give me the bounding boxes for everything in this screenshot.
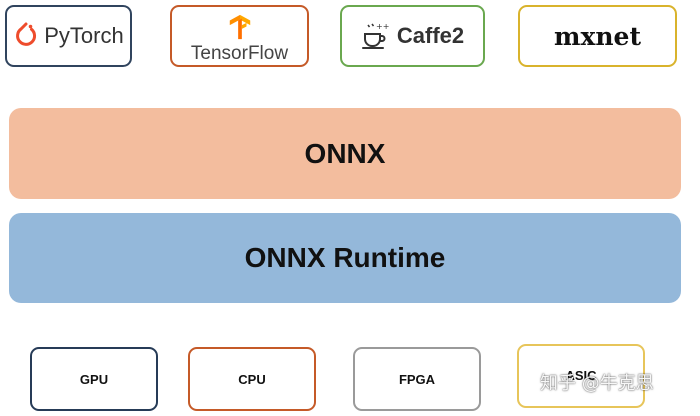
asic-label: ASIC [565, 368, 597, 383]
cpu-box: CPU [188, 347, 316, 411]
pytorch-flame-icon [16, 22, 37, 46]
fpga-label: FPGA [398, 371, 436, 387]
onnx-runtime-label: ONNX Runtime [244, 242, 446, 273]
tensorflow-logo-icon [229, 14, 250, 40]
gpu-label: GPU [79, 371, 109, 387]
onnx-runtime-layer: ONNX Runtime [9, 213, 681, 303]
caffe2-logo-box: ++ Caffe2 [340, 5, 485, 67]
tensorflow-logo-box: TensorFlow [170, 5, 309, 67]
coffee-cup-icon: ++ [361, 22, 389, 49]
mxnet-logo-box: mxnet [518, 5, 677, 67]
tensorflow-label: TensorFlow [190, 43, 289, 64]
watermark: 知乎 @牛克思 [540, 373, 654, 394]
cpu-label: CPU [238, 371, 266, 387]
onnx-label: ONNX [304, 137, 386, 169]
gpu-box: GPU [30, 347, 158, 411]
svg-text:++: ++ [376, 22, 389, 31]
onnx-layer: ONNX [9, 108, 681, 199]
pytorch-logo-box: PyTorch [5, 5, 132, 67]
fpga-box: FPGA [353, 347, 481, 411]
pytorch-label: PyTorch [44, 23, 124, 48]
mxnet-label: mxnet [554, 21, 641, 51]
caffe2-label: Caffe2 [396, 23, 465, 48]
asic-box: ASIC [517, 344, 645, 408]
